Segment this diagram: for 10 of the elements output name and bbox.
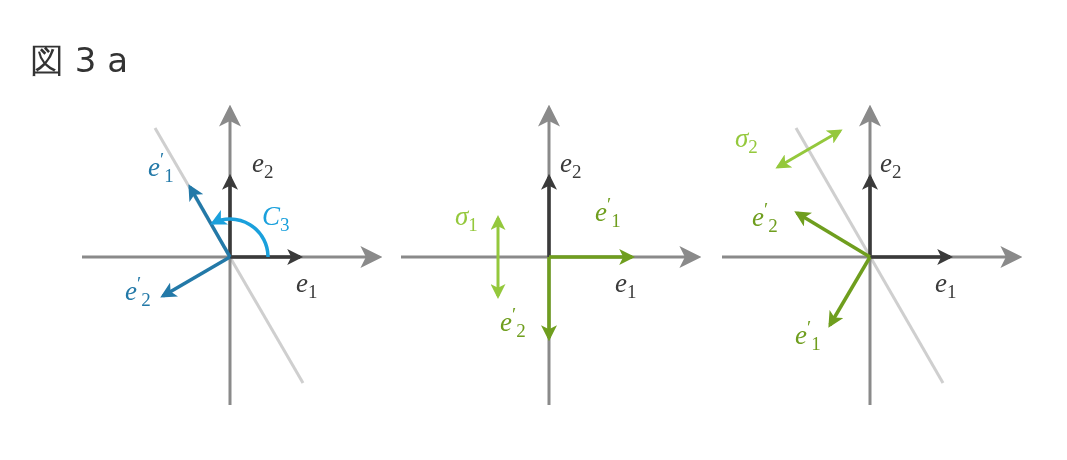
vector-label: e$_{1}$	[296, 270, 318, 302]
vector-label: σ$_{1}$	[455, 203, 478, 235]
vector-label: e$_{2}$	[560, 150, 582, 182]
vector-label: e$_{1}$	[935, 270, 957, 302]
vector-label: C$_{3}$	[262, 203, 290, 235]
vector-label: e$_{2}$	[252, 150, 274, 182]
vector-label: σ$_{2}$	[735, 125, 758, 157]
figure-title: 図 3 a	[30, 39, 129, 82]
vector-label: e$_{2}$	[880, 150, 902, 182]
vector-label: e$_{1}$	[615, 270, 637, 302]
